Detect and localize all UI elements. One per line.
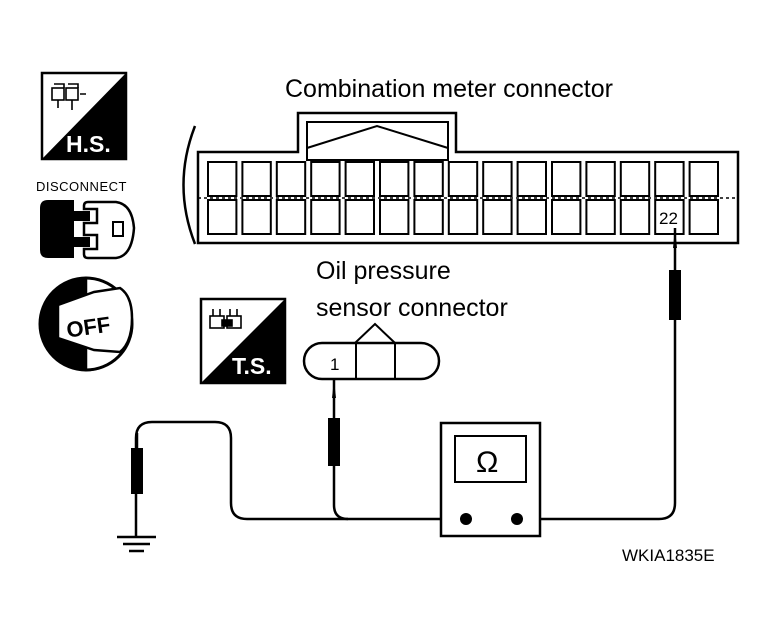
connector-cavity [207, 161, 238, 197]
oil-pressure-label-line2: sensor connector [316, 294, 508, 322]
connector-cavity [207, 199, 238, 235]
ignition-key-off-icon: OFF [38, 276, 134, 372]
off-label: OFF [65, 312, 112, 343]
connector-cavity [688, 199, 719, 235]
connector-cavity [516, 161, 547, 197]
connector-cavity [275, 199, 307, 235]
connector-cavity [585, 161, 616, 197]
connector-cavity [516, 199, 547, 235]
connector-cavity [413, 161, 444, 197]
connector-cavity [619, 199, 651, 235]
connector-cavity [482, 161, 513, 197]
ohmmeter-icon: Ω [439, 421, 542, 538]
test-leads [134, 228, 677, 521]
connector-cavity [654, 161, 685, 197]
terminal-22-label: 22 [659, 209, 678, 228]
connector-cavity [310, 161, 341, 197]
connector-cavity [551, 161, 582, 197]
connector-cavity [585, 199, 616, 235]
hs-badge-label: H.S. [66, 131, 111, 157]
connector-cavity [688, 161, 719, 197]
connector-cavity [482, 199, 513, 235]
connector-cavity [619, 161, 651, 197]
connector-cavity [310, 199, 341, 235]
terminal-1-label: 1 [330, 355, 339, 374]
ground-symbol-icon [117, 514, 156, 553]
connector-cavity [344, 161, 376, 197]
terminal-side-icon: T.S. [199, 297, 287, 385]
connector-cavity [551, 199, 582, 235]
combination-meter-connector: 22 [182, 111, 740, 245]
probe-ground [131, 433, 143, 494]
probe-terminal-22 [669, 228, 681, 320]
connector-cavity [654, 199, 685, 235]
connector-cavity [379, 199, 410, 235]
disconnect-label: DISCONNECT [36, 179, 127, 194]
combination-meter-connector-label: Combination meter connector [285, 75, 613, 103]
connector-cavity [344, 199, 376, 235]
connector-cavity [379, 161, 410, 197]
connector-cavity [447, 161, 479, 197]
connector-cavity [275, 161, 307, 197]
oil-pressure-sensor-connector: 1 [302, 322, 441, 381]
ohm-symbol: Ω [476, 446, 498, 479]
ts-badge-label: T.S. [232, 353, 272, 379]
oil-pressure-label-line1: Oil pressure [316, 257, 451, 285]
connector-cavity [413, 199, 444, 235]
probe-terminal-1 [328, 380, 340, 466]
connector-cavity [241, 161, 272, 197]
connector-cavity [447, 199, 479, 235]
connector-cavity [241, 199, 272, 235]
disconnect-connector-icon [40, 200, 136, 260]
figure-code: WKIA1835E [622, 546, 715, 565]
harness-side-icon: H.S. [40, 71, 128, 161]
